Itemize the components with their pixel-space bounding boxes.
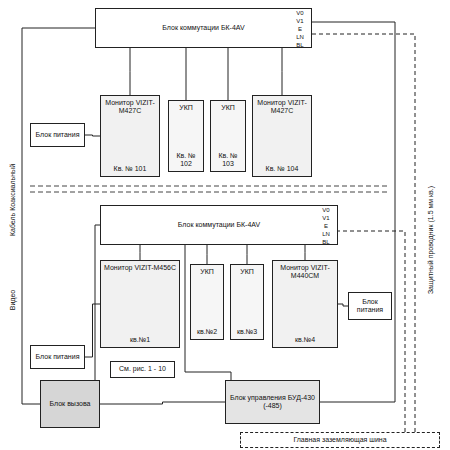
pin-name: V0 xyxy=(295,10,304,16)
cable-label: Кабель Коаксиальный xyxy=(9,163,16,237)
monitor: Монитор VIZIT-M440CM кв.№4 xyxy=(272,260,338,348)
conductor-label: Защитный проводник (1.5 мм кв.) xyxy=(427,185,434,295)
pin-name: V0 xyxy=(321,207,330,213)
node-title: УКП xyxy=(221,104,235,112)
separator-line xyxy=(30,186,390,187)
power-supply: Блок питания xyxy=(30,345,85,369)
apartment-label: кв.№4 xyxy=(295,336,315,344)
node-title: УКП xyxy=(240,268,254,276)
apartment-label: Кв. № 104 xyxy=(266,165,299,173)
pin-name: BL xyxy=(321,239,330,245)
apartment-label: Кв. № 102 xyxy=(171,152,201,168)
pin-name: LN xyxy=(295,34,305,40)
monitor: Монитор VIZIT-M427C Кв. № 104 xyxy=(252,95,312,177)
signal-wire xyxy=(22,28,95,404)
separator-line xyxy=(30,192,390,193)
pin-name: V1 xyxy=(295,18,304,24)
signal-wire xyxy=(185,245,231,380)
signal-wire xyxy=(100,402,225,404)
node-title: УКП xyxy=(200,268,214,276)
call-panel: Блок вызова xyxy=(40,380,100,428)
node-title: См. рис. 1 - 10 xyxy=(119,365,166,373)
apartment-label: Кв. № 103 xyxy=(213,152,243,168)
ground-wire xyxy=(338,231,405,432)
node-title: Блок питания xyxy=(351,298,389,314)
node-title: УКП xyxy=(179,104,193,112)
switch-block: Блок коммутации БК-4AV xyxy=(100,205,338,245)
handset-unit: УКП Кв. № 102 xyxy=(168,100,204,172)
signal-wire xyxy=(228,48,229,100)
node-title: Монитор VIZIT-M456C xyxy=(104,264,176,272)
handset-unit: УКП кв.№3 xyxy=(230,264,264,340)
apartment-label: кв.№2 xyxy=(197,328,217,336)
signal-wire xyxy=(130,48,131,95)
signal-wire xyxy=(85,135,100,136)
node-title: Блок коммутации БК-4AV xyxy=(178,221,260,229)
signal-wire xyxy=(186,48,187,100)
power-supply: Блок питания xyxy=(348,292,392,320)
node-title: Блок питания xyxy=(36,353,80,361)
signal-wire xyxy=(305,245,306,260)
handset-unit: УКП Кв. № 103 xyxy=(210,100,246,172)
signal-wire xyxy=(140,245,141,260)
ground-bus: Главная заземляющая шина xyxy=(240,432,440,448)
pin-name: LN xyxy=(321,231,331,237)
monitor: Монитор VIZIT-M427C Кв. № 101 xyxy=(100,95,160,177)
signal-wire xyxy=(247,245,248,264)
pin-name: E xyxy=(297,26,303,32)
monitor: Монитор VIZIT-M456C кв.№1 xyxy=(100,260,180,348)
reference-note: См. рис. 1 - 10 xyxy=(110,361,175,378)
signal-wire xyxy=(207,245,208,264)
node-title: Монитор VIZIT-M440CM xyxy=(275,264,335,280)
pin-name: V1 xyxy=(321,215,330,221)
handset-unit: УКП кв.№2 xyxy=(190,264,224,340)
node-title: Монитор VIZIT-M427C xyxy=(103,99,157,115)
ground-wire xyxy=(312,34,415,432)
signal-label: Видео xyxy=(9,289,16,311)
node-title: Главная заземляющая шина xyxy=(293,436,386,444)
apartment-label: кв.№3 xyxy=(237,328,257,336)
pin-name: BL xyxy=(295,42,304,48)
node-title: Блок вызова xyxy=(50,400,91,408)
pin-name: E xyxy=(323,223,329,229)
node-title: Блок коммутации БК-4AV xyxy=(162,24,244,32)
node-title: Блок питания xyxy=(36,131,80,139)
control-unit: Блок управления БУД-430 (-485) xyxy=(225,380,320,424)
signal-wire xyxy=(282,48,283,95)
apartment-label: Кв. № 101 xyxy=(114,165,147,173)
signal-wire xyxy=(85,304,100,357)
signal-wire xyxy=(338,304,348,306)
node-title: Блок управления БУД-430 (-485) xyxy=(228,394,317,410)
switch-block: Блок коммутации БК-4AV xyxy=(95,8,312,48)
apartment-label: кв.№1 xyxy=(130,336,150,344)
power-supply: Блок питания xyxy=(30,123,85,147)
node-title: Монитор VIZIT-M427C xyxy=(255,99,309,115)
